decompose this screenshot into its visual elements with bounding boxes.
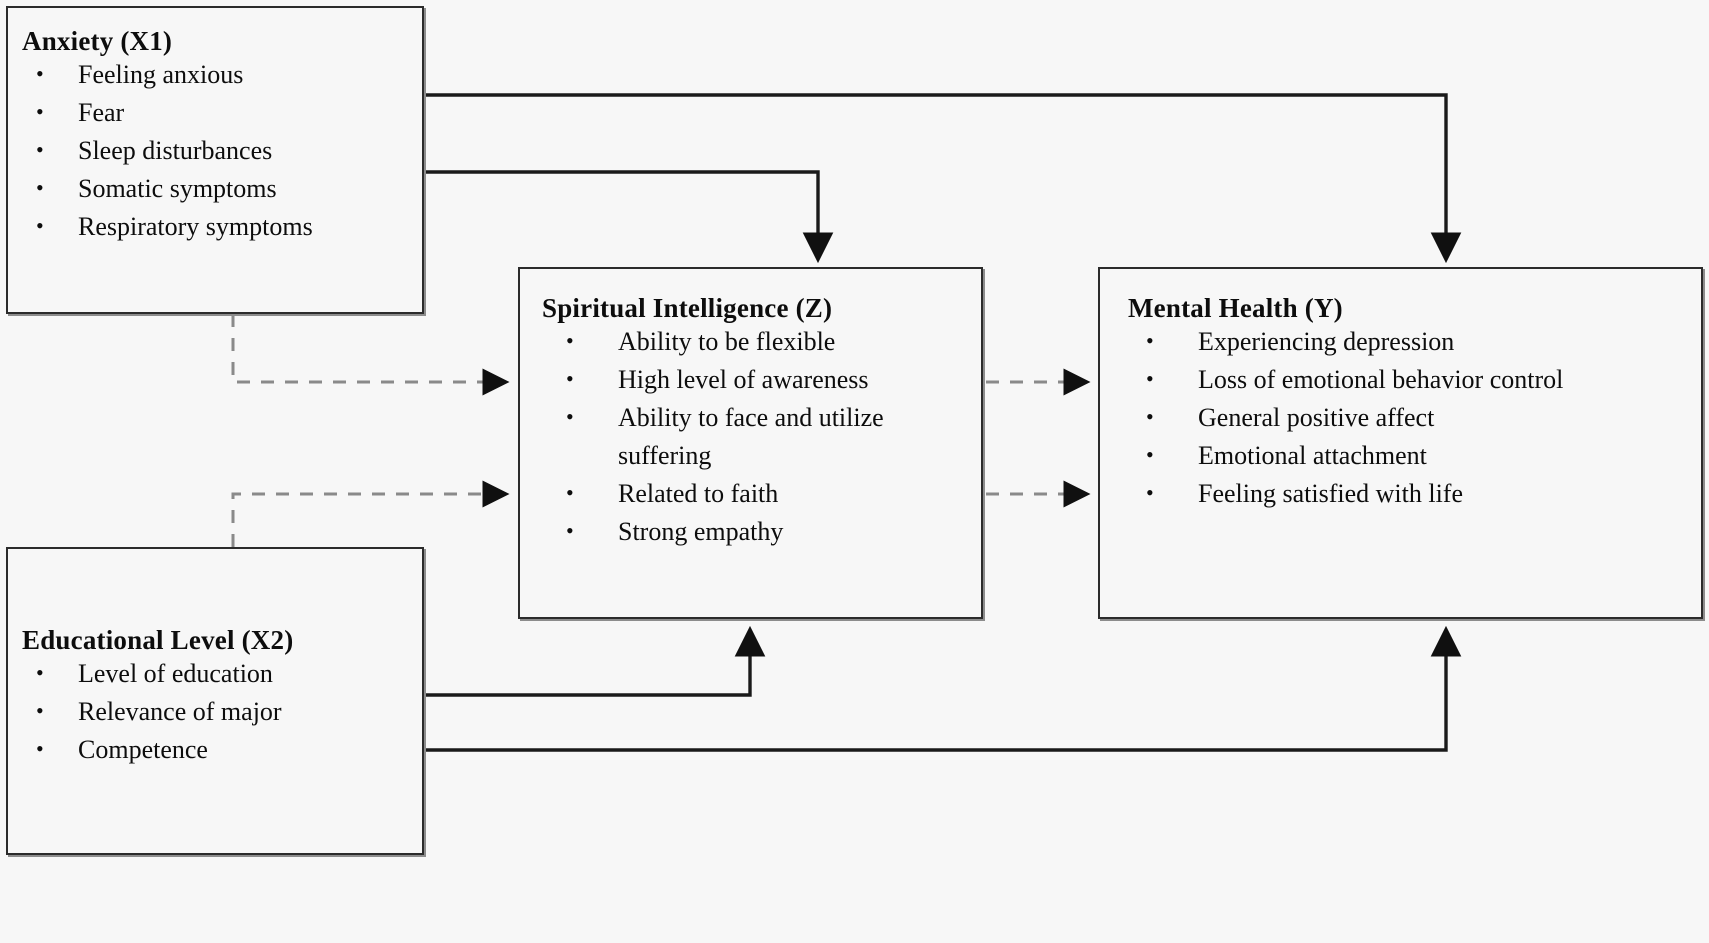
node-spiritual-intelligence[interactable]: Spiritual Intelligence (Z) • Ability to b…: [518, 267, 983, 619]
list-item-label: Related to faith: [618, 479, 779, 509]
bullet-icon: •: [1146, 404, 1154, 430]
list-item-label: Somatic symptoms: [78, 174, 277, 204]
node-educational-level-items: •Level of education •Relevance of major …: [22, 655, 416, 769]
list-item-label: Competence: [78, 735, 208, 765]
list-item: • Relevance of major: [22, 693, 416, 731]
list-item-label: Fear: [78, 98, 125, 128]
bullet-icon: •: [36, 61, 44, 87]
node-spiritual-intelligence-title: Spiritual Intelligence (Z): [542, 293, 833, 323]
list-item: • Loss of emotional behavior control: [1122, 361, 1695, 399]
list-item: • Somatic symptoms: [22, 170, 416, 208]
list-item: • Ability to be flexible: [542, 323, 975, 361]
bullet-icon: •: [566, 518, 574, 543]
list-item: • Emotional attachment: [1122, 437, 1695, 475]
bullet-icon: •: [36, 698, 44, 724]
bullet-icon: •: [566, 366, 574, 392]
list-item-label: General positive affect: [1198, 403, 1435, 433]
list-item: • Feeling satisfied with life: [1122, 475, 1695, 513]
bullet-icon: •: [36, 660, 44, 686]
bullet-icon: •: [1146, 442, 1154, 468]
bullet-icon: •: [1146, 480, 1154, 506]
list-item: • Experiencing depression: [1122, 323, 1695, 361]
bullet-icon: •: [36, 175, 44, 201]
list-item-label: Respiratory symptoms: [78, 212, 313, 242]
list-item-label: Ability to be flexible: [618, 327, 836, 357]
list-item-label: High level of awareness: [618, 365, 869, 395]
list-item: • Ability to face and utilize suffering: [542, 399, 975, 475]
node-mental-health-items: • Experiencing depression • Loss of emotio…: [1122, 323, 1695, 513]
bullet-icon: •: [1146, 366, 1154, 392]
list-item-label: Level of education: [78, 659, 273, 689]
bullet-icon: •: [566, 328, 574, 354]
edge-anxiety-to-spiritual-indirect: [231, 314, 510, 396]
list-item-label: Emotional attachment: [1198, 441, 1427, 471]
list-item: • General positive affect: [1122, 399, 1695, 437]
list-item: • High level of awareness: [542, 361, 975, 399]
list-item: • Respiratory symptoms: [22, 208, 416, 246]
edge-education-to-spiritual: [424, 625, 766, 697]
node-anxiety-title: Anxiety (X1): [22, 26, 173, 56]
bullet-icon: •: [36, 99, 44, 125]
edge-education-to-spiritual-indirect: [231, 480, 510, 547]
list-item-label: Strong empathy: [618, 517, 784, 546]
list-item-label: Loss of emotional behavior control: [1198, 365, 1564, 395]
bullet-icon: •: [1146, 328, 1154, 354]
node-anxiety-items: • Feeling anxious • Fear • Sleep disturbanc…: [22, 56, 416, 246]
list-item: • Fear: [22, 94, 416, 132]
list-item: • Competence: [22, 731, 416, 769]
list-item-label: Feeling satisfied with life: [1198, 479, 1464, 509]
list-item: • Feeling anxious: [22, 56, 416, 94]
node-educational-level-title: Educational Level (X2): [22, 625, 294, 655]
list-item: • Related to faith: [542, 475, 975, 513]
list-item-label: Ability to face and utilize suffering: [618, 403, 884, 471]
node-mental-health-title: Mental Health (Y): [1128, 293, 1343, 323]
list-item-label: Feeling anxious: [78, 60, 244, 90]
edge-education-to-mental: [424, 625, 1462, 752]
bullet-icon: •: [566, 480, 574, 506]
bullet-icon: •: [36, 213, 44, 239]
edge-anxiety-to-mental: [424, 93, 1462, 264]
list-item: • Sleep disturbances: [22, 132, 416, 170]
bullet-icon: •: [566, 404, 574, 430]
node-anxiety[interactable]: Anxiety (X1) • Feeling anxious • Fear • Sle…: [6, 6, 424, 314]
list-item: • Strong empathy: [542, 513, 975, 551]
edge-anxiety-to-spiritual: [424, 170, 834, 264]
list-item: • Level of education: [22, 655, 416, 693]
bullet-icon: •: [36, 736, 44, 762]
node-spiritual-intelligence-items: • Ability to be flexible • High level of a…: [542, 323, 975, 551]
list-item-label: Sleep disturbances: [78, 136, 273, 166]
list-item-label: Experiencing depression: [1198, 327, 1455, 357]
bullet-icon: •: [36, 137, 44, 163]
node-mental-health[interactable]: Mental Health (Y) • Experiencing depressi…: [1098, 267, 1703, 619]
node-educational-level[interactable]: Educational Level (X2) • Level of educati…: [6, 547, 424, 855]
list-item-label: Relevance of major: [78, 697, 282, 727]
